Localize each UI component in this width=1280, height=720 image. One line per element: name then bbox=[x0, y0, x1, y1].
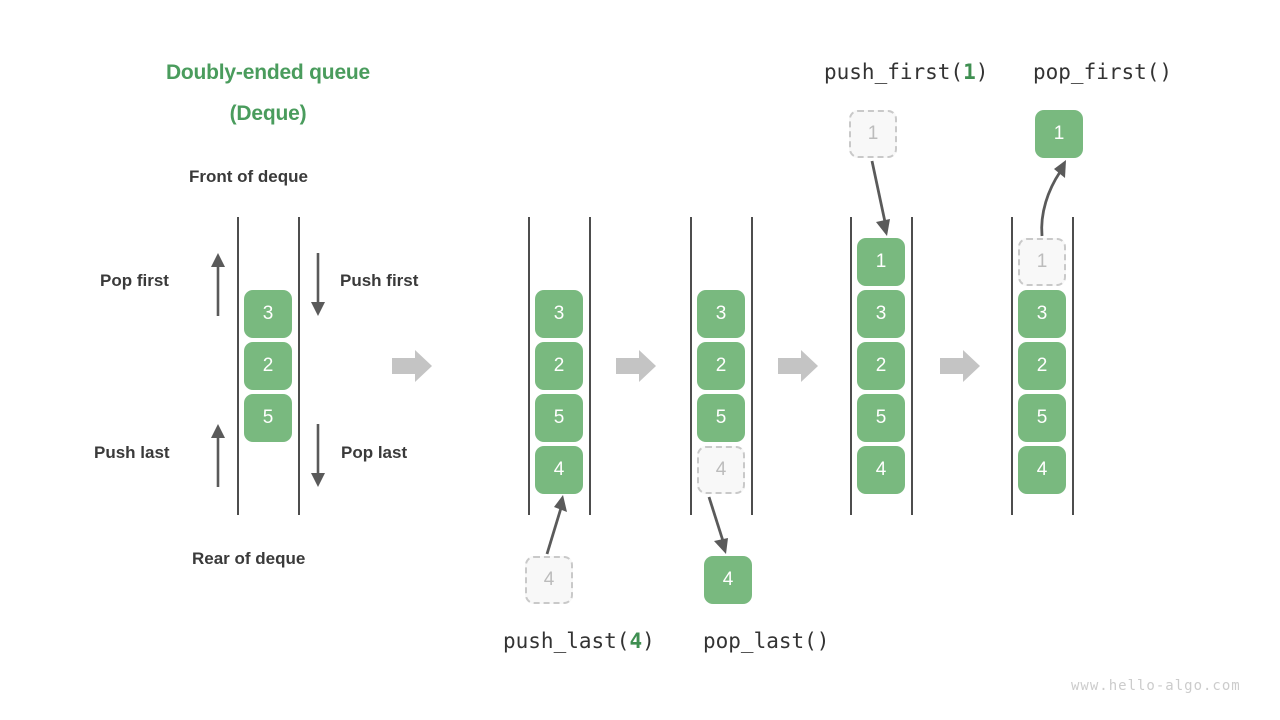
rail-inner bbox=[1011, 217, 1013, 515]
push-last-paren: ) bbox=[642, 629, 655, 653]
cell-value: 4 bbox=[543, 569, 555, 590]
deque-cell: 4 bbox=[1018, 446, 1066, 494]
cell-value: 1 bbox=[867, 123, 879, 144]
pop-last-caption: pop_last() bbox=[703, 629, 830, 653]
deque-cell: 5 bbox=[1018, 394, 1066, 442]
deque-cell: 5 bbox=[697, 394, 745, 442]
deque-cell: 3 bbox=[244, 290, 292, 338]
pop-last-label: Pop last bbox=[341, 443, 408, 462]
push-first-motion-arrow-icon bbox=[870, 160, 890, 236]
deque-cell: 2 bbox=[1018, 342, 1066, 390]
flow-arrow-icon bbox=[616, 350, 656, 382]
push-last-argument: 4 bbox=[629, 629, 643, 653]
push-first-paren: ) bbox=[975, 60, 989, 84]
cell-value: 4 bbox=[715, 459, 727, 480]
cell-value: 3 bbox=[553, 303, 565, 324]
push-first-arrow-icon bbox=[311, 253, 325, 316]
cell-value: 5 bbox=[262, 407, 274, 428]
rail-outer bbox=[751, 217, 753, 515]
push-first-argument: 1 bbox=[963, 60, 976, 84]
rail-outer bbox=[1072, 217, 1074, 515]
deque-cell: 5 bbox=[857, 394, 905, 442]
cell-value: 2 bbox=[262, 355, 274, 376]
flow-arrow-icon bbox=[392, 350, 432, 382]
incoming-ghost-cell: 4 bbox=[525, 556, 573, 604]
diagram-title: Doubly-ended queue (Deque) bbox=[148, 52, 388, 134]
rail-outer bbox=[911, 217, 913, 515]
cell-value: 5 bbox=[553, 407, 565, 428]
push-first-caption: push_first(1) bbox=[824, 60, 988, 84]
pop-last-motion-arrow-icon bbox=[707, 496, 728, 554]
cell-value: 1 bbox=[1036, 251, 1048, 272]
cell-value: 5 bbox=[715, 407, 727, 428]
cell-value: 4 bbox=[875, 459, 887, 480]
pop-first-caption: pop_first() bbox=[1033, 60, 1173, 84]
flow-arrow-icon bbox=[940, 350, 980, 382]
deque-cell: 1 bbox=[857, 238, 905, 286]
deque-cell: 2 bbox=[535, 342, 583, 390]
deque-cell: 2 bbox=[857, 342, 905, 390]
cell-value: 2 bbox=[875, 355, 887, 376]
front-of-deque-label: Front of deque bbox=[189, 167, 308, 186]
rail-inner bbox=[690, 217, 692, 515]
pop-first-label: Pop first bbox=[100, 271, 169, 290]
rail-inner bbox=[850, 217, 852, 515]
cell-value: 3 bbox=[715, 303, 727, 324]
push-first-label: Push first bbox=[340, 271, 419, 290]
deque-cell: 3 bbox=[857, 290, 905, 338]
cell-value: 3 bbox=[1036, 303, 1048, 324]
deque-cell: 3 bbox=[1018, 290, 1066, 338]
cell-value: 2 bbox=[715, 355, 727, 376]
deque-cell: 3 bbox=[535, 290, 583, 338]
title-line-2: (Deque) bbox=[229, 102, 307, 125]
pop-first-arrow-icon bbox=[211, 253, 225, 316]
deque-cell: 5 bbox=[535, 394, 583, 442]
deque-cell: 2 bbox=[244, 342, 292, 390]
cell-value: 4 bbox=[722, 569, 734, 590]
deque-cell: 2 bbox=[697, 342, 745, 390]
deque-cell: 4 bbox=[535, 446, 583, 494]
deque-cell: 3 bbox=[697, 290, 745, 338]
deque-cell: 4 bbox=[857, 446, 905, 494]
cell-value: 5 bbox=[1036, 407, 1048, 428]
removed-ghost-cell: 1 bbox=[1018, 238, 1066, 286]
push-last-motion-arrow-icon bbox=[545, 495, 567, 555]
rail-left-concept-outer bbox=[298, 217, 300, 515]
pop-first-motion-arrow-icon bbox=[1040, 160, 1066, 237]
cell-value: 1 bbox=[875, 251, 887, 272]
cell-value: 2 bbox=[553, 355, 565, 376]
title-line-1: Doubly-ended queue bbox=[165, 61, 371, 84]
watermark: www.hello-algo.com bbox=[1071, 678, 1241, 694]
cell-value: 2 bbox=[1036, 355, 1048, 376]
cell-value: 4 bbox=[553, 459, 565, 480]
rail-outer bbox=[589, 217, 591, 515]
deque-cell: 5 bbox=[244, 394, 292, 442]
cell-value: 4 bbox=[1036, 459, 1048, 480]
cell-value: 3 bbox=[262, 303, 274, 324]
push-last-label: Push last bbox=[94, 443, 170, 462]
outgoing-cell: 1 bbox=[1035, 110, 1083, 158]
cell-value: 5 bbox=[875, 407, 887, 428]
push-last-arrow-icon bbox=[211, 424, 225, 487]
incoming-ghost-cell: 1 bbox=[849, 110, 897, 158]
push-first-fn-name: push_first( bbox=[824, 60, 964, 84]
rail-left-concept-inner bbox=[237, 217, 239, 515]
push-last-fn-name: push_last( bbox=[503, 629, 630, 653]
rail-inner bbox=[528, 217, 530, 515]
rear-of-deque-label: Rear of deque bbox=[192, 549, 306, 568]
outgoing-cell: 4 bbox=[704, 556, 752, 604]
removed-ghost-cell: 4 bbox=[697, 446, 745, 494]
pop-last-arrow-icon bbox=[311, 424, 325, 487]
cell-value: 1 bbox=[1053, 123, 1065, 144]
push-last-caption: push_last(4) bbox=[503, 629, 655, 653]
cell-value: 3 bbox=[875, 303, 887, 324]
flow-arrow-icon bbox=[778, 350, 818, 382]
